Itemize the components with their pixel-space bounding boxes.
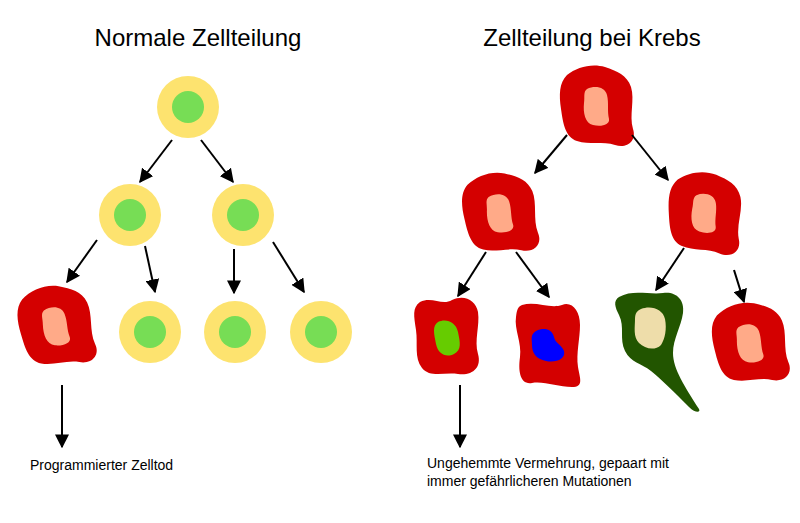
outcome-note: Programmierter Zelltod	[30, 456, 250, 474]
section-heading: Zellteilung bei Krebs	[432, 24, 752, 52]
cancer-cells	[414, 65, 791, 411]
division-arrows	[458, 135, 744, 447]
outcome-note: Ungehemmte Vermehrung, gepaart mit immer…	[427, 454, 689, 490]
section-heading: Normale Zellteilung	[38, 24, 358, 52]
normal-cells	[14, 76, 352, 371]
division-arrows	[62, 140, 304, 447]
